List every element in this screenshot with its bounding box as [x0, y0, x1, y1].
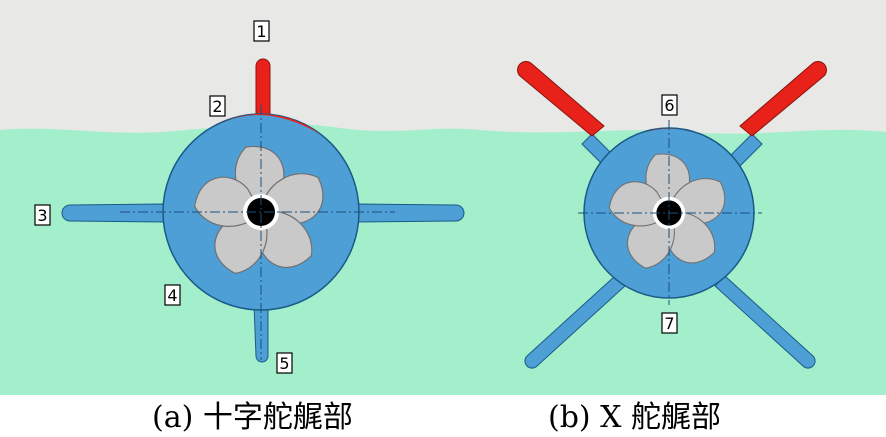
label-3: 3 — [34, 204, 51, 226]
rudder-left-fin — [61, 203, 165, 223]
water-area — [0, 124, 886, 396]
label-5: 5 — [276, 352, 293, 374]
label-2: 2 — [209, 95, 226, 117]
x-rudder-stern — [517, 61, 827, 369]
label-2-text: 2 — [212, 97, 222, 116]
x-rudder-upper-right-fin — [739, 61, 827, 137]
label-1: 1 — [253, 20, 270, 42]
bottom-margin — [0, 395, 886, 437]
label-7: 7 — [661, 312, 678, 334]
propeller-b — [608, 153, 726, 269]
x-rudder-lower-right-fin — [714, 275, 816, 369]
label-4: 4 — [164, 284, 181, 306]
rudder-right-fin — [355, 203, 465, 223]
label-6-text: 6 — [664, 96, 674, 115]
caption-cross-rudder: (a) 十字舵艉部 — [152, 400, 353, 435]
caption-x-rudder: (b) X 舵艉部 — [548, 400, 722, 435]
cross-rudder-stern — [61, 58, 465, 363]
x-rudder-upper-left-fin — [517, 61, 605, 137]
label-6: 6 — [661, 94, 678, 116]
x-rudder-lower-left-fin — [524, 275, 626, 369]
label-4-text: 4 — [167, 286, 177, 305]
rudder-top-fin — [255, 58, 271, 119]
rudder-bottom-fin — [253, 304, 269, 363]
label-7-text: 7 — [664, 314, 674, 333]
label-3-text: 3 — [37, 206, 47, 225]
label-1-text: 1 — [256, 22, 266, 41]
label-5-text: 5 — [279, 354, 289, 373]
